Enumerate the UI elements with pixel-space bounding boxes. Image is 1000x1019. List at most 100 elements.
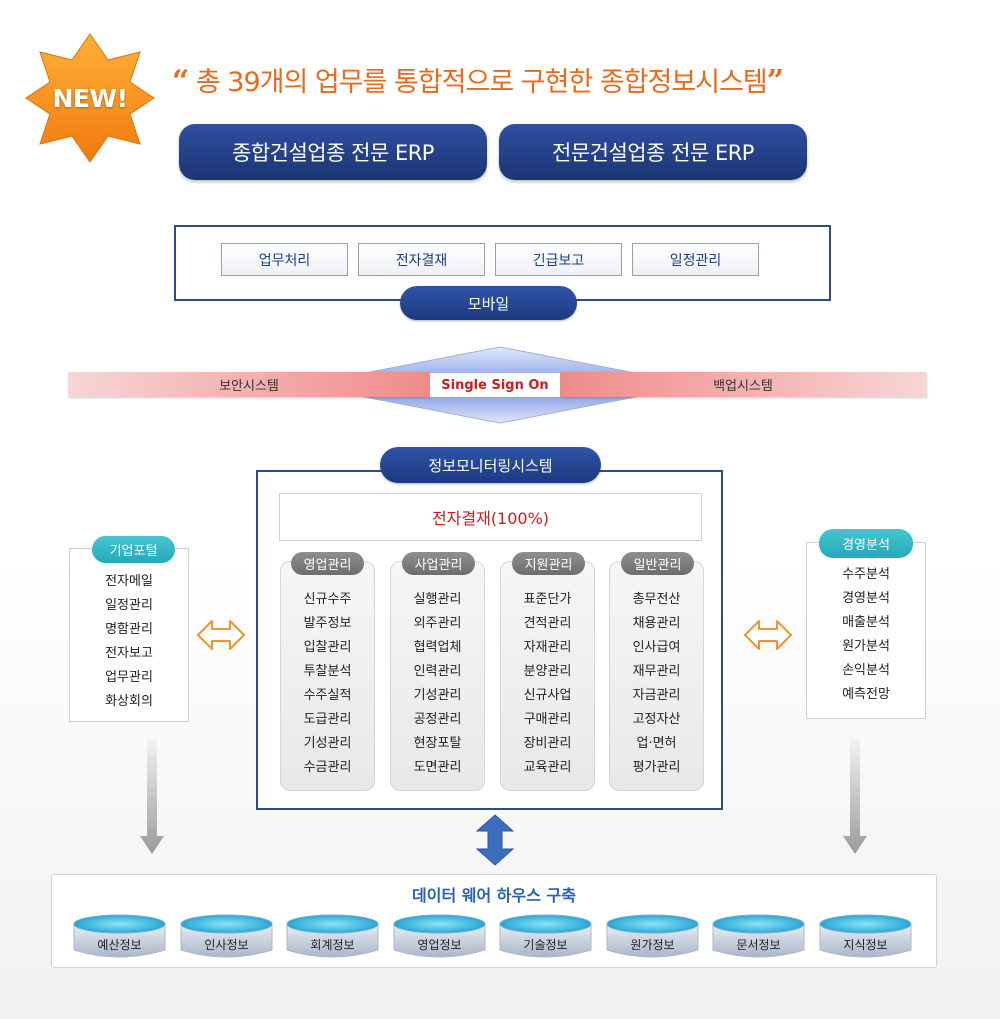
sso-label: Single Sign On — [430, 373, 560, 397]
dw-item-budget: 예산정보 — [97, 938, 142, 952]
database-icon — [499, 914, 592, 958]
mobile-label: 모바일 — [400, 286, 577, 320]
headline-text: 총 39개의 업무를 통합적으로 구현한 종합정보시스템 — [188, 67, 768, 98]
new-badge-label: NEW! — [52, 83, 128, 113]
enterprise-portal-list: 전자메일 일정관리 명함관리 전자보고 업무관리 화상회의 — [69, 570, 189, 714]
support-management-list: 표준단가 견적관리 자재관리 분양관리 신규사업 구매관리 장비관리 교육관리 — [500, 588, 595, 780]
list-item: 견적관리 — [523, 616, 572, 631]
list-item: 교육관리 — [523, 760, 572, 775]
list-item: 신규수주 — [303, 592, 352, 607]
general-management-list: 총무전산 채용관리 인사급여 재무관리 자금관리 고정자산 업·면허 평가관리 — [609, 588, 704, 780]
list-item: 손익분석 — [842, 663, 890, 678]
list-item: 자재관리 — [523, 640, 572, 655]
dw-item-technology: 기술정보 — [523, 938, 568, 952]
list-item: 분양관리 — [523, 664, 572, 679]
mobile-item-urgent-report[interactable]: 긴급보고 — [495, 243, 622, 276]
list-item: 인사급여 — [632, 640, 681, 655]
open-quote: “ — [172, 64, 189, 99]
list-item: 원가분석 — [842, 639, 890, 654]
list-item: 예측전망 — [842, 687, 890, 702]
list-item: 전자보고 — [105, 646, 153, 661]
list-item: 장비관리 — [523, 736, 572, 751]
list-item: 인력관리 — [413, 664, 462, 679]
dw-item-sales: 영업정보 — [417, 938, 462, 952]
list-item: 수주실적 — [303, 688, 352, 703]
management-analysis-list: 수주분석 경영분석 매출분석 원가분석 손익분석 예측전망 — [806, 563, 926, 707]
list-item: 발주정보 — [303, 616, 352, 631]
list-item: 전자메일 — [105, 574, 153, 589]
list-item: 도면관리 — [413, 760, 462, 775]
list-item: 입찰관리 — [303, 640, 352, 655]
project-management-header: 사업관리 — [402, 552, 475, 575]
electronic-approval-box: 전자결재(100%) — [279, 493, 702, 541]
security-system-bar: 보안시스템 — [68, 372, 430, 397]
dw-item-accounting: 회계정보 — [310, 938, 355, 952]
dw-item-document: 문서정보 — [736, 938, 781, 952]
list-item: 평가관리 — [632, 760, 681, 775]
list-item: 투찰분석 — [303, 664, 352, 679]
dw-item-hr: 인사정보 — [204, 938, 249, 952]
database-icon — [712, 914, 805, 958]
support-management-column — [500, 561, 595, 791]
dw-item-cost: 원가정보 — [630, 938, 675, 952]
mobile-item-work[interactable]: 업무처리 — [221, 243, 348, 276]
list-item: 수금관리 — [303, 760, 352, 775]
enterprise-portal-title: 기업포털 — [92, 536, 175, 563]
list-item: 구매관리 — [523, 712, 572, 727]
database-icon — [393, 914, 486, 958]
list-item: 협력업체 — [413, 640, 462, 655]
headline: “ 총 39개의 업무를 통합적으로 구현한 종합정보시스템” — [172, 62, 852, 102]
data-warehouse-title: 데이터 웨어 하우스 구축 — [412, 886, 576, 905]
dw-item-knowledge: 지식정보 — [843, 938, 888, 952]
mobile-item-approval[interactable]: 전자결재 — [358, 243, 485, 276]
double-arrow-icon — [744, 620, 792, 650]
list-item: 명함관리 — [105, 622, 153, 637]
double-arrow-icon — [197, 620, 245, 650]
support-management-header: 지원관리 — [512, 552, 585, 575]
list-item: 자금관리 — [632, 688, 681, 703]
list-item: 화상회의 — [105, 694, 153, 709]
list-item: 업·면허 — [636, 736, 677, 751]
list-item: 수주분석 — [842, 567, 890, 582]
database-icon — [606, 914, 699, 958]
list-item: 현장포탈 — [413, 736, 462, 751]
sales-management-list: 신규수주 발주정보 입찰관리 투찰분석 수주실적 도급관리 기성관리 수금관리 — [280, 588, 375, 780]
backup-system-bar: 백업시스템 — [560, 372, 926, 397]
general-construction-erp-button[interactable]: 종합건설업종 전문 ERP — [179, 124, 487, 180]
list-item: 총무전산 — [632, 592, 681, 607]
list-item: 일정관리 — [105, 598, 153, 613]
list-item: 공정관리 — [413, 712, 462, 727]
sales-management-header: 영업관리 — [291, 552, 364, 575]
list-item: 고정자산 — [632, 712, 681, 727]
management-analysis-title: 경영분석 — [819, 529, 913, 558]
project-management-list: 실행관리 외주관리 협력업체 인력관리 기성관리 공정관리 현장포탈 도면관리 — [390, 588, 485, 780]
sales-management-column — [280, 561, 375, 791]
list-item: 경영분석 — [842, 591, 890, 606]
list-item: 신규사업 — [523, 688, 572, 703]
specialty-construction-erp-button[interactable]: 전문건설업종 전문 ERP — [499, 124, 807, 180]
database-icon — [819, 914, 912, 958]
down-arrow-icon — [140, 738, 164, 854]
close-quote: ” — [766, 64, 784, 99]
list-item: 외주관리 — [413, 616, 462, 631]
updown-arrow-icon — [476, 814, 514, 866]
database-icon — [180, 914, 273, 958]
list-item: 실행관리 — [413, 592, 462, 607]
monitoring-title: 정보모니터링시스템 — [380, 447, 601, 483]
list-item: 기성관리 — [303, 736, 352, 751]
database-icon — [73, 914, 166, 958]
list-item: 채용관리 — [632, 616, 681, 631]
general-management-header: 일반관리 — [621, 552, 694, 575]
database-icon — [286, 914, 379, 958]
list-item: 업무관리 — [105, 670, 153, 685]
mobile-item-schedule[interactable]: 일정관리 — [632, 243, 759, 276]
enterprise-portal-panel — [69, 548, 189, 722]
new-badge-icon — [25, 33, 155, 163]
list-item: 표준단가 — [523, 592, 572, 607]
list-item: 재무관리 — [632, 664, 681, 679]
down-arrow-icon — [843, 738, 867, 854]
general-management-column — [609, 561, 704, 791]
list-item: 기성관리 — [413, 688, 462, 703]
list-item: 도급관리 — [303, 712, 352, 727]
project-management-column — [390, 561, 485, 791]
